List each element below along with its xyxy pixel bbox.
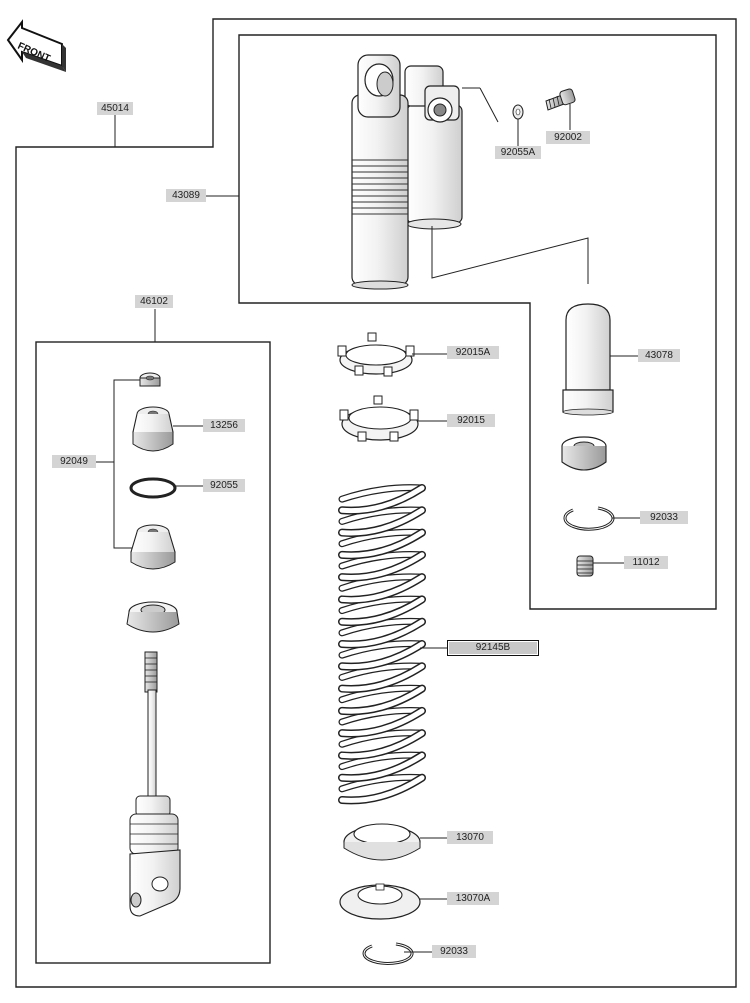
part-label-43089[interactable]: 43089 bbox=[166, 189, 206, 202]
assembly-frame-46102 bbox=[35, 341, 271, 964]
seal-drawing bbox=[126, 601, 180, 633]
spring-seat-13070-drawing bbox=[343, 823, 447, 861]
part-label-13256[interactable]: 13256 bbox=[203, 419, 245, 432]
part-label-92015A[interactable]: 92015A bbox=[447, 346, 499, 359]
o-ring-92055-drawing bbox=[129, 477, 203, 499]
part-label-92055A[interactable]: 92055A bbox=[495, 146, 541, 159]
locknut-92015-drawing bbox=[339, 395, 447, 442]
front-arrow-icon: FRONT bbox=[6, 19, 66, 72]
part-label-45014[interactable]: 45014 bbox=[97, 102, 133, 115]
part-label-92049[interactable]: 92049 bbox=[52, 455, 96, 468]
locknut-92015A-drawing bbox=[337, 332, 447, 377]
reservoir-cap-43078-drawing bbox=[562, 303, 638, 416]
part-label-92033-bottom[interactable]: 92033 bbox=[432, 945, 476, 958]
part-label-11012[interactable]: 11012 bbox=[624, 556, 668, 569]
part-label-92002[interactable]: 92002 bbox=[546, 131, 590, 144]
part-label-43078[interactable]: 43078 bbox=[638, 349, 680, 362]
spring-seat-13070A-drawing bbox=[339, 883, 447, 920]
washer-92055A-drawing bbox=[512, 104, 524, 146]
shock-body-drawing bbox=[351, 54, 589, 290]
part-label-13070[interactable]: 13070 bbox=[447, 831, 493, 844]
part-label-92015[interactable]: 92015 bbox=[447, 414, 495, 427]
part-label-13070A[interactable]: 13070A bbox=[447, 892, 499, 905]
valve-11012-drawing bbox=[576, 555, 624, 577]
bracket-92049-lines bbox=[113, 379, 140, 549]
bushing-13256-drawing bbox=[132, 406, 203, 452]
part-label-46102[interactable]: 46102 bbox=[135, 295, 173, 308]
circlip-92033-right-drawing bbox=[563, 506, 640, 531]
part-label-92033-right[interactable]: 92033 bbox=[640, 511, 688, 524]
part-label-92145B-highlighted[interactable]: 92145B bbox=[447, 640, 539, 656]
nut-drawing bbox=[139, 372, 161, 387]
assembly-frame-43089 bbox=[238, 34, 717, 610]
reservoir-seal-drawing bbox=[561, 436, 607, 471]
piston-drawing bbox=[130, 524, 176, 570]
damper-rod-drawing bbox=[129, 651, 181, 917]
spring-92145B-drawing bbox=[338, 484, 426, 805]
bolt-92002-drawing bbox=[545, 88, 576, 130]
part-label-92055[interactable]: 92055 bbox=[203, 479, 245, 492]
circlip-92033-bottom-drawing bbox=[362, 942, 432, 965]
assembly-frame-45014 bbox=[15, 18, 737, 988]
